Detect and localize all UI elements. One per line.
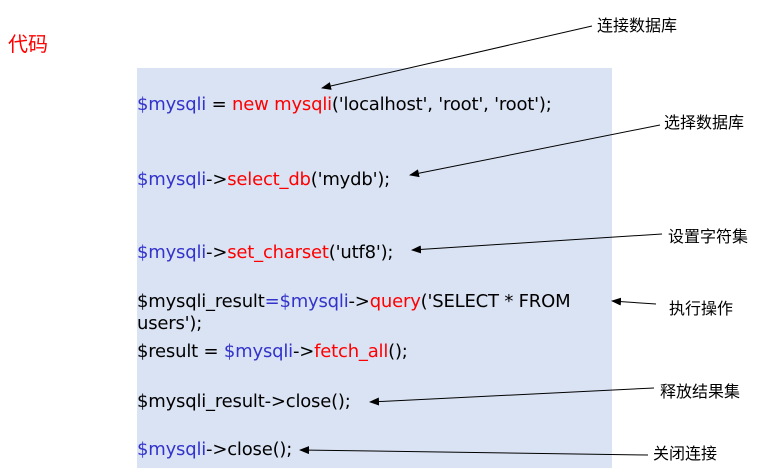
method-token: select_db <box>227 169 311 190</box>
annotation-free-result: 释放结果集 <box>660 382 741 401</box>
annotation-close: 关闭连接 <box>653 444 718 463</box>
variable-token: $mysqli <box>137 94 207 115</box>
arrow-select-db <box>409 124 661 178</box>
annotation-execute: 执行操作 <box>669 299 734 318</box>
variable-token: $mysqli <box>137 169 207 190</box>
variable-token: $mysqli <box>137 242 207 263</box>
arrow-charset <box>411 233 663 254</box>
method-token: fetch_all <box>314 341 389 362</box>
arrow-connect <box>321 25 593 90</box>
arrow-operator: -> <box>206 169 228 190</box>
code-line-query: $mysqli_result=$mysqli->query('SELECT * … <box>137 291 617 335</box>
assign-operator: = <box>264 291 280 312</box>
arrow-operator: -> <box>348 291 370 312</box>
code-line-fetch-all: $result = $mysqli->fetch_all(); <box>137 341 408 363</box>
operator-token: = <box>206 94 232 115</box>
class-name-token: mysqli <box>274 94 332 115</box>
result-variable-token: $mysqli_result <box>137 291 265 312</box>
variable-token: $mysqli <box>223 341 293 362</box>
method-call-token: close(); <box>227 439 293 460</box>
code-line-close: $mysqli->close(); <box>137 439 292 461</box>
arrow-free-result <box>369 387 655 406</box>
code-line-select-db: $mysqli->select_db('mydb'); <box>137 169 390 191</box>
arguments-token: ('mydb'); <box>310 169 391 190</box>
annotation-select-db: 选择数据库 <box>664 113 745 132</box>
arguments-token: ('localhost', 'root', 'root'); <box>331 94 552 115</box>
code-line-connect: $mysqli = new mysqli('localhost', 'root'… <box>137 94 552 116</box>
arrow-operator: -> <box>206 242 228 263</box>
variable-token: $mysqli <box>279 291 349 312</box>
method-token: query <box>369 291 421 312</box>
code-line-set-charset: $mysqli->set_charset('utf8'); <box>137 242 393 264</box>
annotation-connect: 连接数据库 <box>597 16 678 35</box>
arguments-token: ('SELECT * FROM users'); <box>137 291 571 334</box>
result-assignment-token: $result = <box>137 341 224 362</box>
arrow-operator: -> <box>206 439 228 460</box>
arrow-operator: -> <box>292 341 315 362</box>
keyword-new: new <box>231 94 269 115</box>
page-title: 代码 <box>8 32 48 56</box>
arguments-token: (); <box>388 341 408 362</box>
method-token: set_charset <box>227 242 329 263</box>
arrow-execute <box>611 297 657 306</box>
arguments-token: ('utf8'); <box>328 242 394 263</box>
arrow-close <box>299 446 649 456</box>
annotation-charset: 设置字符集 <box>668 227 749 246</box>
variable-token: $mysqli <box>137 439 207 460</box>
code-line-free-result: $mysqli_result->close(); <box>137 391 351 412</box>
